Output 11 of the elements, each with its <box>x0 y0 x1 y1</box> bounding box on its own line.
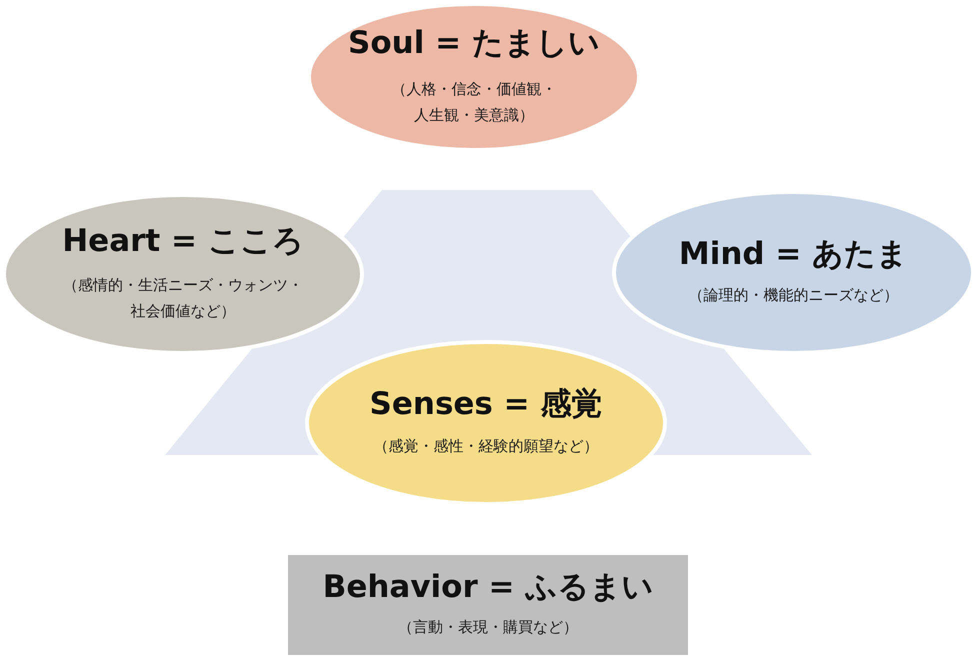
node-title: Soul = たましい <box>348 26 600 62</box>
node-title: Behavior = ふるまい <box>322 570 654 606</box>
node-title: Mind = あたま <box>678 236 908 272</box>
node-description: （論理的・機能的ニーズなど） <box>688 285 898 306</box>
node-description: （感覚・感性・経験的願望など） <box>374 436 598 457</box>
node-title: Heart = こころ <box>62 224 304 260</box>
node-description: （人格・信念・価値観・人生観・美意識） <box>390 78 558 126</box>
rect-node <box>288 555 688 655</box>
node-title: Senses = 感覚 <box>370 387 602 423</box>
node-description: （感情的・生活ニーズ・ウォンツ・社会価値など） <box>62 274 304 322</box>
node-description: （言動・表現・購買など） <box>398 616 578 638</box>
